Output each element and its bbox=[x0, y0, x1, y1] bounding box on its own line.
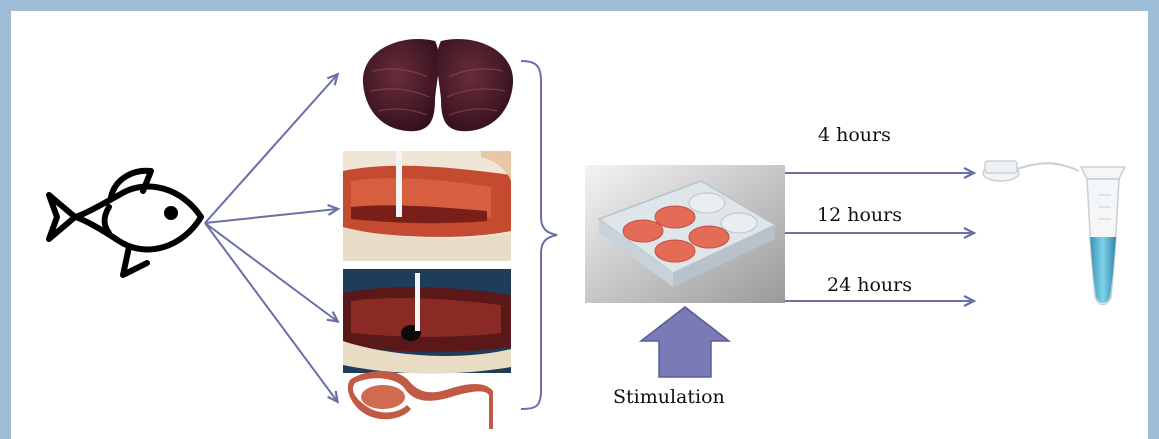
stimulation-arrow bbox=[641, 307, 729, 377]
time-label-4h: 4 hours bbox=[818, 124, 891, 146]
time-label-24h: 24 hours bbox=[827, 274, 912, 296]
arrow-to-gut bbox=[205, 223, 337, 401]
organ-arrows bbox=[205, 75, 337, 401]
time-label-12h: 12 hours bbox=[817, 204, 902, 226]
arrow-to-spleen bbox=[205, 75, 337, 223]
spleen-image bbox=[363, 39, 513, 131]
diagram-canvas: Stimulation 4 hours 12 hours 24 hours bbox=[11, 11, 1148, 439]
culture-plate-image bbox=[585, 165, 785, 303]
arrow-to-kidney bbox=[205, 223, 337, 321]
grouping-bracket bbox=[521, 61, 557, 409]
stimulation-label: Stimulation bbox=[613, 386, 725, 408]
arrow-to-head-kidney bbox=[205, 209, 337, 223]
head-kidney-dissection-image bbox=[343, 151, 511, 261]
kidney-dissection-image bbox=[343, 269, 511, 374]
fish-icon bbox=[49, 171, 201, 275]
microcentrifuge-tube-icon bbox=[983, 161, 1125, 305]
gut-image bbox=[348, 371, 493, 429]
